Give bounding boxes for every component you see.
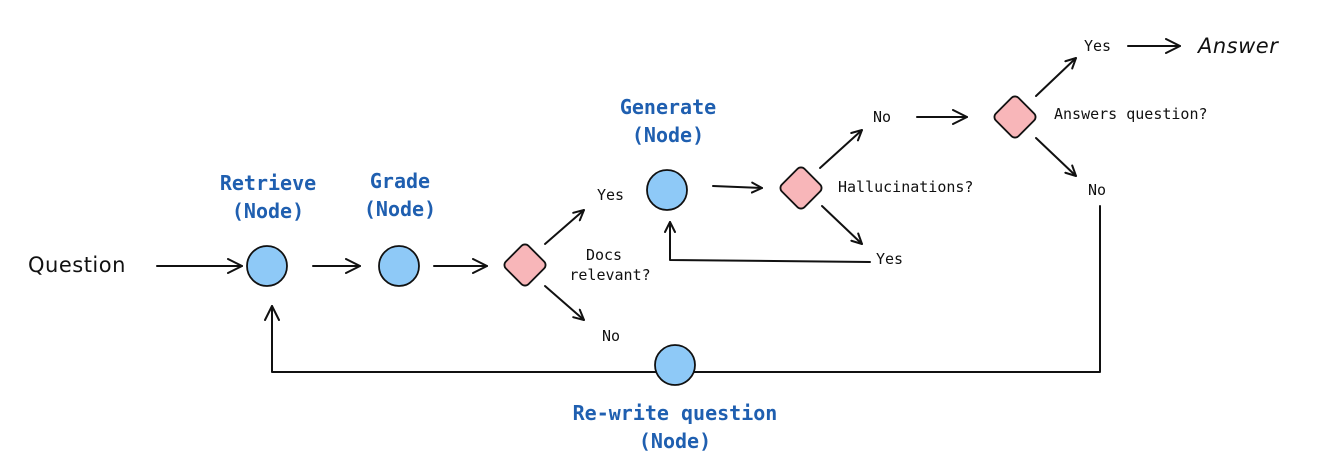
hallucinations-label: Hallucinations?: [838, 178, 973, 196]
rewrite-node-name: Re-write question: [573, 401, 778, 425]
answers-question-decision[interactable]: [992, 94, 1037, 139]
grade-node-name: Grade: [370, 169, 430, 193]
hallucinations-no-label: No: [873, 108, 891, 126]
grade-node-tag: (Node): [364, 197, 436, 221]
edge-answers-question-no: [1035, 137, 1077, 177]
edge-hallucinations-no: [819, 129, 863, 169]
answers-question-yes-label: Yes: [1084, 37, 1111, 55]
hallucinations-decision[interactable]: [778, 165, 823, 210]
answers-question-label: Answers question?: [1054, 105, 1208, 123]
docs-relevant-yes-label: Yes: [597, 186, 624, 204]
nodes: [246, 169, 696, 386]
rewrite-node-tag: (Node): [639, 429, 711, 453]
edge-hallucinations-yes-loop: [664, 221, 871, 263]
edge-docs-relevant-no: [544, 285, 585, 321]
docs-relevant-no-label: No: [602, 327, 620, 345]
retrieve-node-tag: (Node): [232, 199, 304, 223]
docs-relevant-label-line2: relevant?: [569, 266, 650, 284]
generate-node-name: Generate: [620, 95, 716, 119]
answers-question-no-label: No: [1088, 181, 1106, 199]
edge-hallucinations-yes: [821, 205, 863, 245]
edge-generate-to-hallucinations: [712, 181, 763, 194]
edge-docs-relevant-yes: [544, 209, 585, 245]
decisions: [502, 94, 1037, 287]
retrieve-node[interactable]: [246, 245, 288, 287]
edge-no-to-rewrite-loop: [264, 205, 1101, 373]
docs-relevant-decision[interactable]: [502, 242, 547, 287]
rewrite-node[interactable]: [654, 344, 696, 386]
grade-node[interactable]: [378, 245, 420, 287]
generate-node-tag: (Node): [632, 123, 704, 147]
edge-answers-question-yes: [1035, 57, 1077, 97]
retrieve-node-name: Retrieve: [220, 171, 316, 195]
labels: Question Answer Retrieve (Node) Grade (N…: [28, 34, 1279, 453]
hallucinations-yes-label: Yes: [876, 250, 903, 268]
answer-output-label: Answer: [1196, 34, 1279, 58]
generate-node[interactable]: [646, 169, 688, 211]
question-input-label: Question: [28, 253, 126, 277]
docs-relevant-label-line1: Docs: [586, 246, 622, 264]
